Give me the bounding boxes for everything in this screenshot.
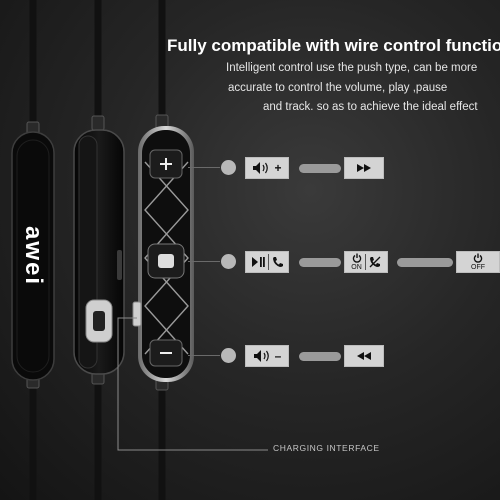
brand-text: awei (20, 225, 47, 287)
power-icon (473, 253, 483, 263)
play-pause-icon (251, 257, 265, 267)
connector-line (188, 261, 220, 262)
press-indicator-dot (221, 160, 236, 175)
connector-pill (299, 352, 341, 361)
page-title: Fully compatible with wire control funct… (167, 36, 500, 55)
fast-forward-icon (357, 164, 371, 172)
speaker-icon (253, 162, 269, 174)
connector-pill (299, 258, 341, 267)
connector-pill (397, 258, 453, 267)
description-line-1: Intelligent control use the push type, c… (226, 62, 478, 74)
power-off-button[interactable]: OFF (456, 251, 500, 273)
description-line-2: accurate to control the volume, play ,pa… (228, 82, 448, 94)
volume-down-symbol: – (274, 349, 282, 363)
description-line-3: and track. so as to achieve the ideal ef… (263, 101, 478, 113)
volume-down-button[interactable]: – (245, 345, 289, 367)
phone-icon (272, 257, 283, 267)
fast-forward-button[interactable] (344, 157, 384, 179)
speaker-icon (253, 350, 269, 362)
connector-line (188, 355, 220, 356)
plus-icon (160, 158, 172, 170)
charging-port (132, 301, 142, 327)
charging-interface-label: CHARGING INTERFACE (273, 443, 380, 453)
connector-line (188, 167, 220, 168)
charging-pointer-line (117, 317, 268, 451)
volume-up-button[interactable]: + (245, 157, 289, 179)
play-pause-button[interactable] (245, 251, 289, 273)
press-indicator-dot (221, 254, 236, 269)
power-on-button[interactable]: ON (344, 251, 388, 273)
on-label: ON (351, 263, 362, 271)
rewind-button[interactable] (344, 345, 384, 367)
press-indicator-dot (221, 348, 236, 363)
cable (29, 0, 166, 500)
connector-pill (299, 164, 341, 173)
remote-side-view (73, 129, 125, 375)
phone-reject-icon (369, 256, 381, 268)
off-label: OFF (471, 263, 485, 271)
volume-up-symbol: + (274, 161, 282, 175)
remote-front-view (11, 131, 55, 381)
power-icon (352, 253, 361, 263)
rewind-icon (357, 352, 371, 360)
